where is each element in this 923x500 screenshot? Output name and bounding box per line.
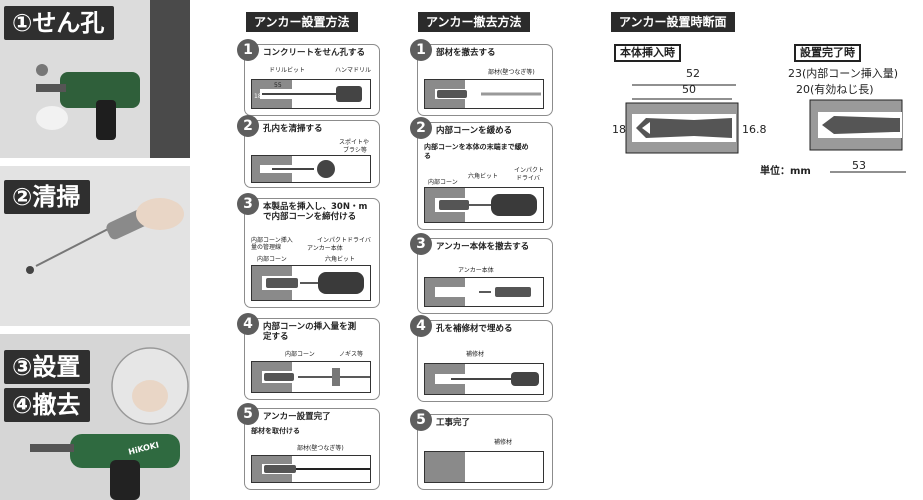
dim-23: 23(内部コーン挿入量) (788, 67, 899, 80)
remove-step-2: 2 内部コーンを緩める 内部コーンを本体の末端まで緩める インパクト 六角ビット… (410, 117, 553, 230)
measure-diagram (262, 368, 370, 386)
label-repair: 補修材 (466, 351, 485, 358)
dim-52: 52 (686, 67, 700, 80)
step-title: 孔内を清掃する (263, 124, 323, 134)
photo-drilling: ①せん孔 (0, 0, 190, 158)
photo-label-drilling: ①せん孔 (4, 6, 115, 40)
label-inner-cone: 内部コーン (285, 351, 315, 358)
label-member: 部材(壁つなぎ等) (488, 69, 535, 76)
step-number: 5 (410, 409, 432, 431)
label-anchor-body: アンカー本体 (307, 245, 343, 252)
photo-label-install: ③設置 (4, 350, 91, 384)
photo-label-remove: ④撤去 (4, 388, 91, 422)
inserting-cross-section (625, 84, 739, 154)
measure-scene (251, 361, 371, 393)
loosen-diagram (435, 194, 537, 216)
step-number: 5 (237, 403, 259, 425)
install-step-2: 2 孔内を清掃する スポイトや ブラシ等 (237, 115, 380, 188)
label-drill-bit: ドリルビット (269, 67, 306, 74)
photo-install-remove: ③設置 ④撤去 HiKOKI (0, 334, 190, 500)
dim-50: 50 (682, 83, 696, 96)
installed-cross-section (809, 99, 906, 173)
install-step-4: 4 内部コーンの挿入量を測定する 内部コーン ノギス等 (237, 313, 380, 400)
label-repair: 補修材 (494, 439, 513, 446)
fill-diagram (435, 372, 539, 386)
dim-53: 53 (852, 159, 866, 172)
label-brush: ブラシ等 (343, 147, 367, 154)
step-title: 内部コーンを緩める (436, 126, 513, 136)
installed-title: 設置完了時 (794, 44, 861, 62)
step-title: 部材を撤去する (436, 48, 496, 58)
inserting-title: 本体挿入時 (614, 44, 681, 62)
photo-label-cleaning: ②清掃 (4, 180, 91, 214)
step-title: コンクリートをせん孔する (263, 48, 366, 58)
cleaning-scene (251, 155, 371, 183)
install-diagram (262, 272, 364, 294)
photo-cleaning: ②清掃 (0, 166, 190, 326)
label-calipers: ノギス等 (339, 351, 364, 358)
dim-18: 18 (254, 93, 262, 100)
step-title: 工事完了 (436, 418, 471, 428)
drilling-scene: 55 18 (251, 79, 371, 109)
dim-55: 55 (274, 82, 282, 89)
label-cone-line-2: 量の管理線 (251, 244, 282, 251)
step-number: 1 (410, 39, 432, 61)
install-header: アンカー設置方法 (246, 12, 358, 32)
step-number: 2 (237, 115, 259, 137)
label-spoit: スポイトや (339, 139, 370, 146)
dim-18: 18 (612, 123, 626, 136)
pullout-scene (424, 277, 544, 307)
fill-scene (424, 363, 544, 395)
drill-diagram (260, 86, 362, 102)
step-sub: 部材を取付ける (251, 427, 300, 435)
remove-step-1: 1 部材を撤去する 部材(壁つなぎ等) (410, 39, 553, 116)
spoit-diagram (260, 160, 335, 178)
step-number: 4 (237, 313, 259, 335)
step-title: アンカー設置完了 (263, 412, 331, 422)
step-number: 3 (410, 233, 432, 255)
install-scene (251, 265, 371, 301)
step-title: 内部コーンの挿入量を測定する (263, 322, 357, 342)
step-number: 3 (237, 193, 259, 215)
step-number: 4 (410, 315, 432, 337)
label-hex-bit: 六角ビット (325, 256, 356, 263)
remove-member-diagram (435, 89, 541, 99)
step-title: 孔を補修材で埋める (436, 324, 513, 334)
label-impact: インパクト (514, 167, 545, 174)
remove-step-5: 5 工事完了 補修材 (410, 409, 553, 490)
step-title: アンカー本体を撤去する (436, 242, 530, 252)
pullout-diagram (435, 287, 531, 297)
step-title: 本製品を挿入し、30N・mで内部コーンを締付ける (263, 202, 368, 222)
install-step-5: 5 アンカー設置完了 部材を取付ける 部材(壁つなぎ等) (237, 403, 380, 490)
remove-step-3: 3 アンカー本体を撤去する アンカー本体 (410, 233, 553, 314)
section-header: アンカー設置時断面 (611, 12, 735, 32)
remove-member-scene (424, 79, 544, 109)
loosen-scene (424, 187, 544, 223)
label-cone-line-1: 内部コーン挿入 (251, 237, 293, 244)
label-inner-cone: 内部コーン (257, 256, 287, 263)
dim-16-8: 16.8 (742, 123, 767, 136)
step-number: 1 (237, 39, 259, 61)
dim-20: 20(有効ねじ長) (796, 83, 874, 96)
label-inner-cone: 内部コーン (428, 179, 458, 186)
label-anchor-body: アンカー本体 (458, 267, 494, 274)
label-hammer-drill: ハンマドリル (335, 67, 372, 74)
finish-scene (424, 451, 544, 483)
complete-diagram (262, 464, 370, 474)
label-hex-bit: 六角ビット (468, 173, 499, 180)
remove-step-4: 4 孔を補修材で埋める 補修材 (410, 315, 553, 402)
complete-scene (251, 455, 371, 483)
label-driver: ドライバ (516, 175, 540, 182)
remove-header: アンカー撤去方法 (418, 12, 530, 32)
install-step-1: 1 コンクリートをせん孔する ドリルビット ハンマドリル 55 18 (237, 39, 380, 116)
step-number: 2 (410, 117, 432, 139)
label-member: 部材(壁つなぎ等) (297, 445, 344, 452)
label-impact-driver: インパクトドライバ (317, 237, 371, 244)
unit-label: 単位：mm (760, 166, 811, 177)
step-sub: 内部コーンを本体の末端まで緩める (424, 143, 529, 160)
install-step-3: 3 本製品を挿入し、30N・mで内部コーンを締付ける 内部コーン挿入 量の管理線… (237, 193, 380, 308)
